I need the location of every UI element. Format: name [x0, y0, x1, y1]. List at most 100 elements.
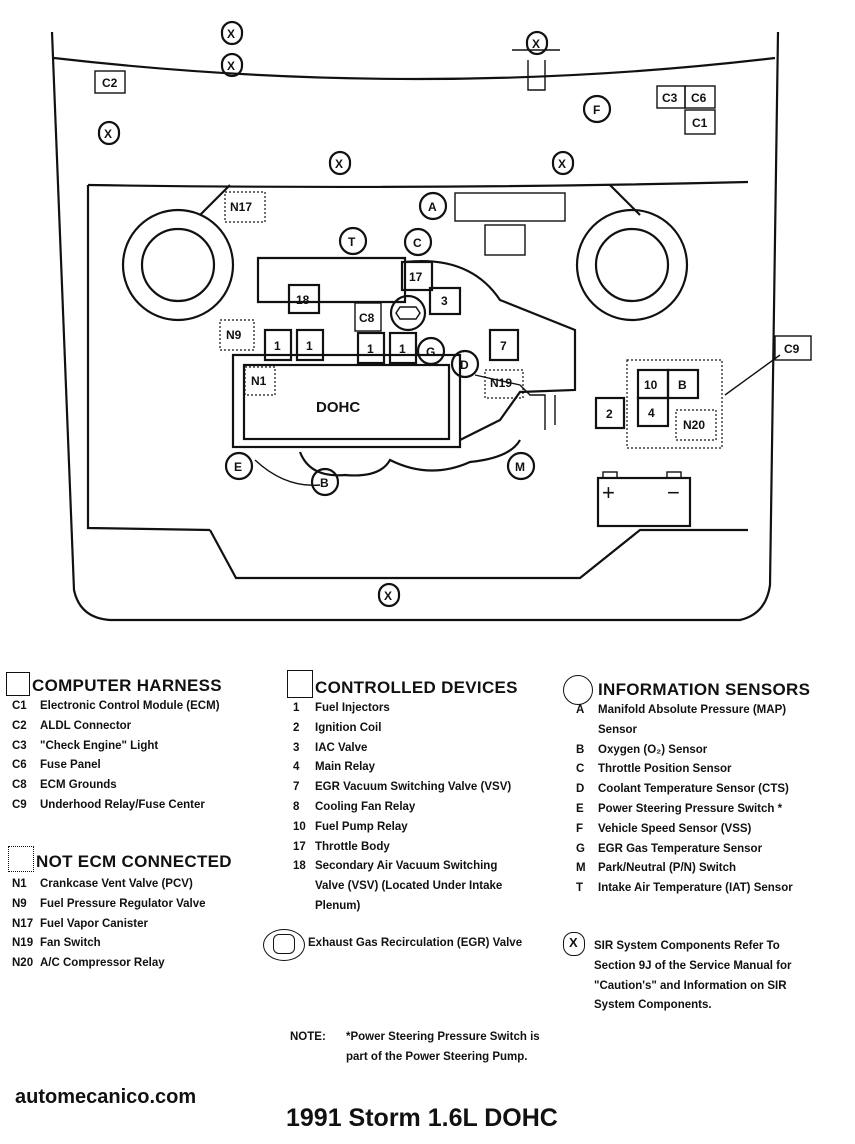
item-code: C6	[12, 759, 27, 772]
item-text: Fuel Injectors	[315, 702, 390, 714]
not-ecm-title: NOT ECM CONNECTED	[36, 852, 232, 871]
svg-text:M: M	[515, 460, 525, 474]
item-text: Ignition Coil	[315, 721, 382, 734]
svg-text:E: E	[234, 460, 242, 474]
svg-text:2: 2	[606, 407, 613, 421]
controlled-devices-symbol	[287, 670, 313, 698]
sensor-a: A	[418, 191, 448, 221]
device-1b: 1	[295, 328, 325, 362]
item-code: M	[576, 862, 586, 875]
not-ecm-symbol	[8, 846, 34, 872]
sir-mark-5: X	[328, 150, 352, 176]
svg-text:G: G	[426, 345, 435, 359]
item-text: Underhood Relay/Fuse Center	[40, 798, 205, 811]
svg-text:X: X	[532, 37, 540, 51]
svg-text:C9: C9	[784, 342, 800, 356]
svg-text:C: C	[413, 236, 422, 250]
intake-plenum	[256, 256, 407, 304]
legend-row: T Intake Air Temperature (IAT) Sensor	[576, 879, 793, 899]
item-text: Crankcase Vent Valve (PCV)	[40, 878, 193, 890]
item-text: Throttle Body	[315, 840, 390, 853]
note-text: *Power Steering Pressure Switch is part …	[346, 1028, 540, 1068]
map-sensor-base	[484, 224, 526, 256]
sir-note-line: SIR System Components Refer To	[594, 940, 780, 952]
map-sensor-body	[454, 192, 566, 222]
item-text: A/C Compressor Relay	[40, 957, 165, 970]
note-label: NOTE:	[290, 1031, 326, 1043]
svg-text:X: X	[335, 157, 343, 171]
item-text: "Check Engine" Light	[40, 739, 159, 752]
svg-text:X: X	[227, 27, 235, 41]
battery-post-minus	[666, 471, 682, 479]
item-text: Oxygen (O₂) Sensor	[598, 743, 708, 756]
item-text: Fan Switch	[40, 937, 101, 950]
not-ecm-legend: NOT ECM CONNECTED	[36, 851, 232, 875]
exhaust-manifold	[298, 439, 521, 477]
sensor-m: M	[506, 451, 536, 481]
device-b: B	[666, 368, 700, 400]
site-watermark: automecanico.com	[15, 1086, 197, 1108]
page-title: 1991 Storm 1.6L DOHC	[286, 1104, 558, 1132]
information-sensors-title: INFORMATION SENSORS	[598, 680, 811, 699]
item-text: Plenum)	[315, 899, 361, 912]
device-3: 3	[428, 286, 462, 316]
cylinder-head	[231, 353, 462, 449]
sir-note-line: "Caution's" and Information on SIR	[594, 979, 787, 992]
svg-text:1: 1	[274, 339, 281, 353]
sensor-t: T	[338, 226, 368, 256]
item-code: F	[576, 822, 584, 835]
egr-valve-inner	[395, 306, 421, 320]
svg-text:X: X	[104, 127, 112, 141]
sensor-f: F	[582, 94, 612, 124]
svg-text:17: 17	[409, 270, 423, 284]
strut-tower-left	[121, 208, 235, 322]
item-text: Fuel Pressure Regulator Valve	[40, 897, 206, 910]
egr-symbol	[263, 929, 305, 961]
item-code: E	[576, 802, 584, 815]
svg-text:1: 1	[367, 342, 374, 356]
item-code: 7	[293, 781, 300, 794]
svg-text:N1: N1	[251, 374, 267, 388]
item-text: Main Relay	[315, 761, 376, 774]
svg-text:T: T	[348, 235, 356, 249]
svg-text:B: B	[678, 378, 687, 392]
legend-row: C3"Check Engine" Light	[12, 737, 220, 757]
svg-text:3: 3	[441, 294, 448, 308]
item-code: 4	[293, 761, 300, 774]
note-line: part of the Power Steering Pump.	[346, 1050, 528, 1063]
radiator-support-left	[86, 185, 211, 532]
apron-left	[199, 184, 231, 216]
sir-mark-1: X	[220, 20, 244, 46]
svg-text:4: 4	[648, 406, 655, 420]
svg-text:X: X	[384, 589, 392, 603]
item-text: Electronic Control Module (ECM)	[40, 700, 220, 712]
item-text: EGR Gas Temperature Sensor	[598, 842, 763, 855]
sir-note-line: System Components.	[594, 999, 712, 1012]
svg-text:C3: C3	[662, 91, 678, 105]
relay-center-c9	[626, 359, 723, 449]
body-outline	[50, 31, 780, 622]
svg-text:A: A	[428, 200, 437, 214]
sensor-d: D	[450, 349, 480, 379]
sir-note: SIR System Components Refer To Section 9…	[594, 937, 791, 1016]
item-text: Manifold Absolute Pressure (MAP)	[598, 704, 787, 716]
controlled-devices-title: CONTROLLED DEVICES	[315, 678, 518, 697]
item-code: T	[576, 882, 584, 895]
item-text: Intake Air Temperature (IAT) Sensor	[598, 882, 793, 895]
svg-text:N17: N17	[230, 200, 252, 214]
item-text: Throttle Position Sensor	[598, 763, 732, 776]
item-text: Fuel Vapor Canister	[40, 917, 149, 930]
item-code: 8	[293, 800, 300, 813]
